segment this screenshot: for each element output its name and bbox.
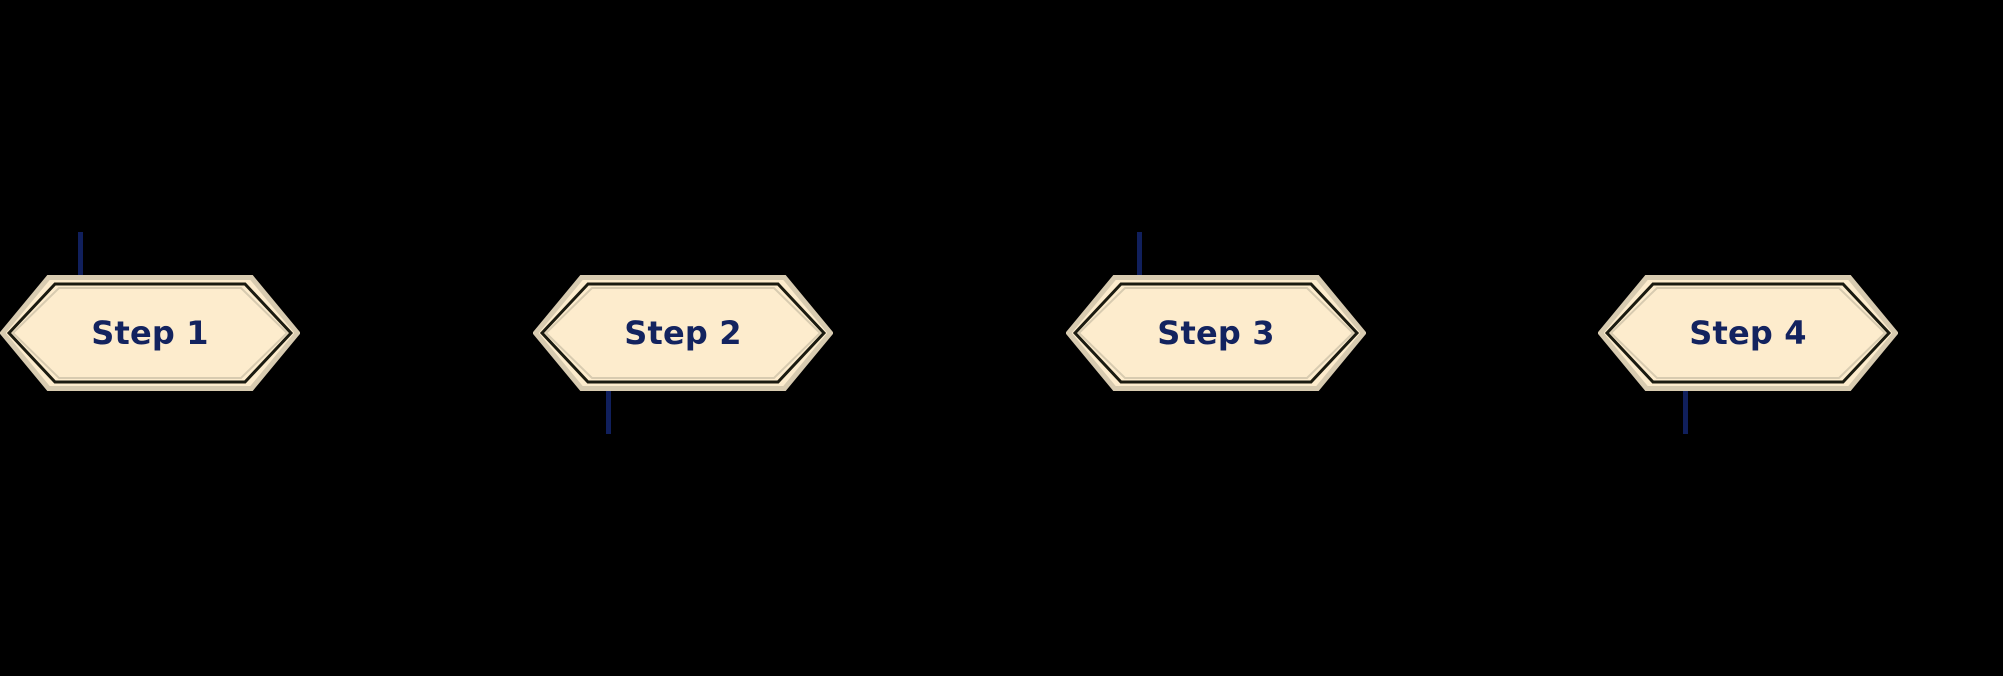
connector-step-1-top (78, 232, 83, 279)
connector-step-2-bottom (606, 387, 611, 434)
hexagon-inner-highlight (11, 287, 289, 379)
hexagon-shape (1066, 275, 1366, 391)
hexagon-shape (1598, 275, 1898, 391)
node-step-4[interactable]: Step 4 (1598, 275, 1898, 391)
hexagon-inner-highlight (1077, 287, 1355, 379)
node-step-1[interactable]: Step 1 (0, 275, 300, 391)
hexagon-shape (533, 275, 833, 391)
node-step-3[interactable]: Step 3 (1066, 275, 1366, 391)
connector-step-3-top (1137, 232, 1142, 279)
connector-step-4-bottom (1683, 387, 1688, 434)
hexagon-inner-highlight (544, 287, 822, 379)
hexagon-inner-highlight (1609, 287, 1887, 379)
hexagon-shape (0, 275, 300, 391)
node-step-2[interactable]: Step 2 (533, 275, 833, 391)
